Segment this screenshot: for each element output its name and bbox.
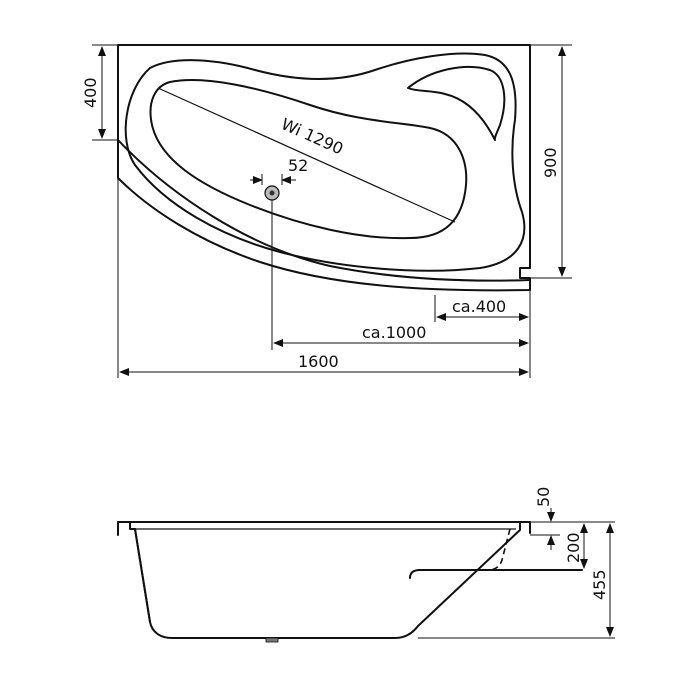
seat-label: 200 (564, 532, 583, 563)
side-view: 50 200 455 (117, 487, 615, 643)
ca400-label: ca.400 (452, 297, 506, 316)
right-height-label: 900 (541, 147, 560, 178)
total-width-label: 1600 (298, 352, 339, 371)
diagonal-measure-line (157, 87, 456, 223)
tub-seat-line (409, 569, 583, 579)
diagonal-label: Wi 1290 (278, 114, 346, 158)
tub-seat-dashed (420, 528, 511, 571)
total-height-label: 455 (590, 569, 609, 600)
top-view: Wi 1290 52 400 900 ca.400 ca.1000 (81, 44, 572, 378)
tub-inner-rim (124, 52, 526, 272)
rim-label: 50 (534, 487, 553, 507)
tub-side-profile (117, 521, 531, 639)
drain-icon (264, 185, 280, 201)
drain-label: 52 (288, 156, 308, 175)
left-height-label: 400 (81, 77, 100, 108)
tub-left-wall (134, 528, 151, 623)
tub-apron-line (117, 139, 531, 282)
drain-outlet (265, 637, 279, 643)
tub-outer-rim (117, 44, 531, 292)
tub-headrest (407, 65, 506, 141)
tub-basin-floor (149, 79, 468, 240)
ca1000-label: ca.1000 (362, 323, 426, 342)
